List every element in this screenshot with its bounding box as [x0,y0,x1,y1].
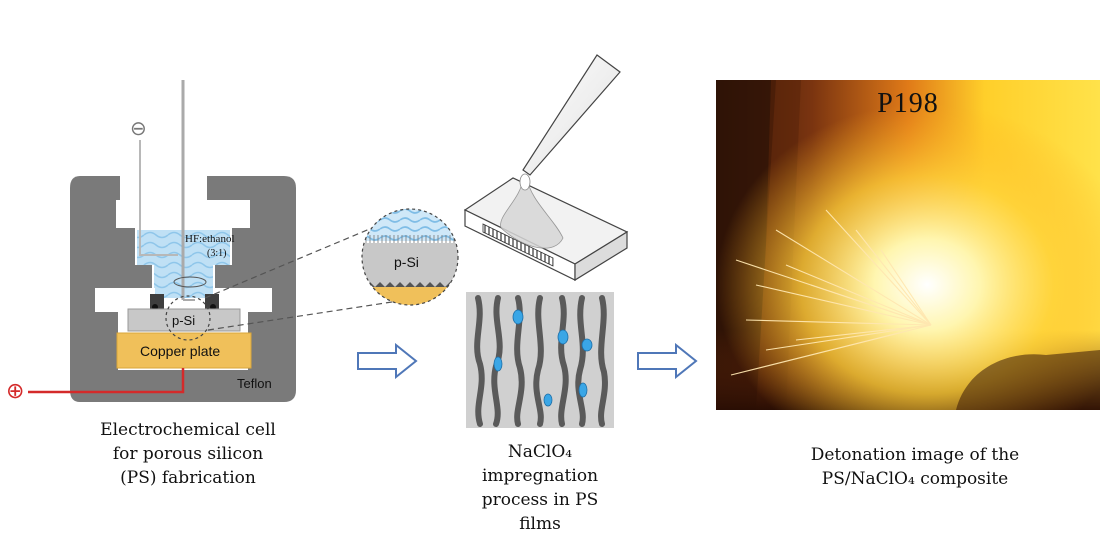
teflon-label: Teflon [237,376,272,391]
caption-line: Detonation image of the [810,445,1020,465]
cell-caption: Electrochemical cell for porous silicon … [78,418,298,490]
psi-wafer [127,308,241,332]
naclo4-droplet [557,329,569,345]
naclo4-droplet [512,309,524,325]
zoom-region [165,295,211,341]
photo-label: P198 [877,88,939,119]
minus-terminal-icon: ⊖ [130,118,147,140]
naclo4-droplet [543,393,553,407]
zoom-connector-lines [204,227,406,331]
pipette-icon [522,54,621,176]
caption-line: process in PS [481,490,599,510]
caption-line: Electrochemical cell [100,420,276,440]
hf-ethanol-label: HF:ethanol [185,233,235,245]
caption-line: impregnation [481,466,599,486]
naclo4-droplet [578,382,588,398]
psi-label: p-Si [172,313,196,328]
caption-line: films [519,514,561,534]
caption-line: PS/NaClO₄ composite [821,469,1009,489]
caption-line: NaClO₄ [507,442,573,462]
pore-cross-section [466,292,614,428]
caption-line: (PS) fabrication [120,468,256,488]
impregnation-caption: NaClO₄ impregnation process in PS films [460,440,620,536]
naclo4-droplet [581,338,593,352]
electrochemical-cell-diagram [28,80,296,402]
copper-plate-label: Copper plate [140,343,221,359]
process-arrow-2 [637,343,698,379]
detonation-caption: Detonation image of the PS/NaClO₄ compos… [790,443,1040,491]
process-arrow-1 [357,343,418,379]
droplet-spread [500,177,564,249]
plus-terminal-icon: ⊕ [6,378,25,403]
psi-zoom-inset [361,208,459,306]
pipette-and-sample-illustration [463,54,629,282]
naclo4-droplet [493,356,503,372]
positive-wire [28,368,185,394]
detonation-photo: P198 [716,80,1100,410]
detonation-image [716,80,1100,410]
caption-line: for porous silicon [112,444,264,464]
ratio-label: (3:1) [207,248,227,259]
zoom-psi-label: p-Si [394,254,419,270]
